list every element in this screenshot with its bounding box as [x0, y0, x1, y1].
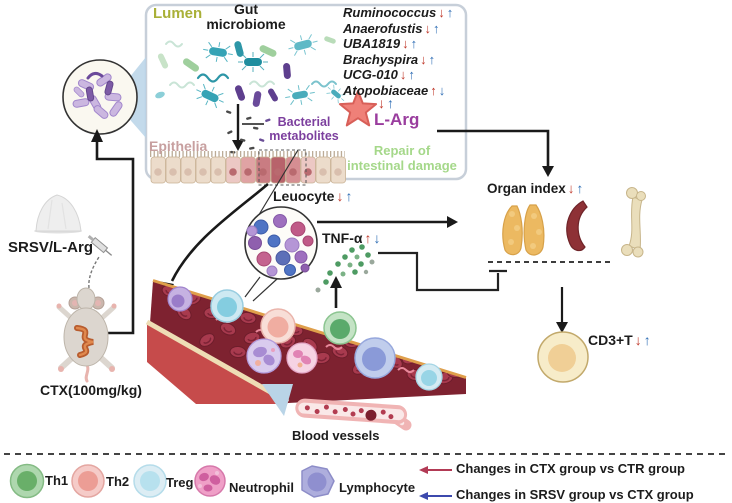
mouse-illustration [56, 287, 117, 383]
bone-icon [621, 187, 646, 258]
lumen-label: Lumen [153, 5, 203, 22]
mouse-to-microbiome-connector [91, 129, 135, 335]
larg-change-arrows: ↓↑ [378, 95, 394, 111]
damaged-epithelium-highlight [258, 149, 307, 186]
taxon-uba1819: UBA1819↓↑ [343, 36, 418, 51]
bacterial-metabolites-label: Bacterial metabolites [269, 115, 339, 143]
magnified-bacteria-circle [62, 59, 138, 135]
legend-th1-icon [9, 463, 45, 499]
srsv-powder-icon [34, 194, 82, 234]
vessel-neutrophil-2 [286, 342, 318, 374]
legend-lymphocyte-icon [301, 465, 335, 498]
legend-treg-label: Treg [166, 475, 194, 490]
vessel-treg-partial [415, 363, 443, 391]
tnf-alpha-dots [315, 244, 375, 308]
larg-star-icon [338, 90, 378, 127]
legend-neutrophil-icon [194, 465, 226, 497]
taxon-brachyspira: Brachyspira↓↑ [343, 52, 436, 67]
cd3-t-label: CD3+T↓↑ [588, 332, 651, 348]
tnf-alpha-label: TNF-α↑↓ [322, 230, 381, 246]
legend-srsv-note: Changes in SRSV group vs CTX group [456, 487, 694, 502]
vessel-th2-cell [260, 308, 296, 344]
legend-lymphocyte-label: Lymphocyte [339, 480, 416, 495]
taxon-anaerofustis: Anaerofustis↓↑ [343, 21, 440, 36]
legend-th1-label: Th1 [45, 473, 69, 488]
vessel-th1-cell [323, 311, 357, 345]
legend-th2-label: Th2 [106, 474, 130, 489]
tnf-inhibition-connector [378, 251, 507, 292]
srsv-larg-label: SRSV/L-Arg [8, 239, 94, 256]
organ-to-cd3-arrow [556, 287, 568, 333]
blood-vessel-illustration [145, 279, 467, 405]
legend-th2-icon [71, 464, 105, 498]
legend-neutrophil-label: Neutrophil [229, 480, 294, 495]
larg-label: L-Arg [374, 110, 420, 129]
repair-label: Repair of intestinal damage [347, 143, 457, 173]
gut-microbiome-title: Gut microbiome [206, 1, 286, 32]
vessel-lymphocyte-large [354, 337, 396, 379]
leukocyte-to-organ-arrow [317, 216, 458, 228]
legend-srsv-arrow [419, 492, 452, 500]
vessel-neutrophil-1 [246, 338, 282, 374]
vessel-treg-cell [210, 289, 244, 323]
gavage-syringe-icon [87, 234, 113, 289]
epithelium-illustration [150, 149, 346, 186]
leukocyte-magnifier-circle [244, 149, 318, 302]
blood-vessels-label: Blood vessels [292, 428, 380, 443]
organ-index-label: Organ index↓↑ [487, 181, 584, 196]
gut-bacteria-illustration [155, 30, 349, 112]
vessel-lymphocyte-small [167, 286, 193, 312]
bacterial-metabolites-particles [226, 104, 271, 154]
larg-to-organ-connector [437, 129, 554, 177]
legend-ctx-arrow [419, 466, 452, 474]
small-blood-vessel-icon [295, 398, 412, 431]
ctx-dose-label: CTX(100mg/kg) [40, 382, 142, 398]
vessel-callout-triangle [262, 384, 293, 416]
legend-treg-icon [133, 464, 167, 498]
thymus-icon [502, 204, 545, 256]
taxon-atopobiaceae: Atopobiaceae↑↓ [343, 83, 446, 98]
taxon-ruminococcus: Ruminococcus↓↑ [343, 5, 454, 20]
cd3-t-cell-icon [537, 331, 589, 383]
spleen-icon [566, 200, 588, 252]
leukocyte-label: Leuocyte↓↑ [273, 188, 353, 204]
legend-ctx-note: Changes in CTX group vs CTR group [456, 461, 685, 476]
epithelia-label: Epithelia [149, 138, 208, 154]
taxon-ucg010: UCG-010↓↑ [343, 67, 415, 82]
